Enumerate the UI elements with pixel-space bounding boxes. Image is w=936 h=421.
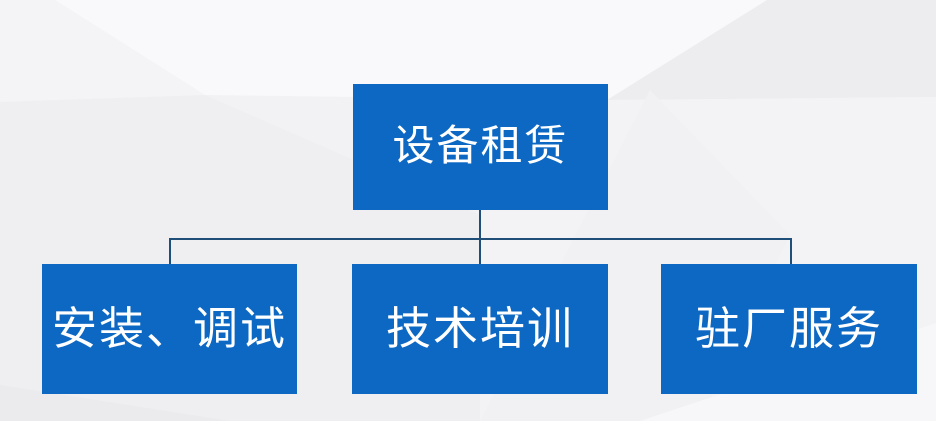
connector-drop-technical-training — [479, 238, 481, 265]
connector-drop-onsite-service — [790, 238, 792, 265]
node-equipment-rental: 设备租赁 — [353, 84, 608, 210]
node-onsite-service: 驻厂服务 — [661, 264, 917, 394]
node-install-debug: 安装、调试 — [42, 264, 297, 394]
node-equipment-rental-label: 设备租赁 — [392, 124, 569, 170]
node-technical-training: 技术培训 — [352, 264, 608, 394]
node-install-debug-label: 安装、调试 — [51, 303, 287, 354]
node-onsite-service-label: 驻厂服务 — [694, 303, 883, 354]
connector-drop-install-debug — [169, 238, 171, 265]
connector-root-stub — [479, 210, 481, 239]
node-technical-training-label: 技术培训 — [385, 303, 574, 354]
